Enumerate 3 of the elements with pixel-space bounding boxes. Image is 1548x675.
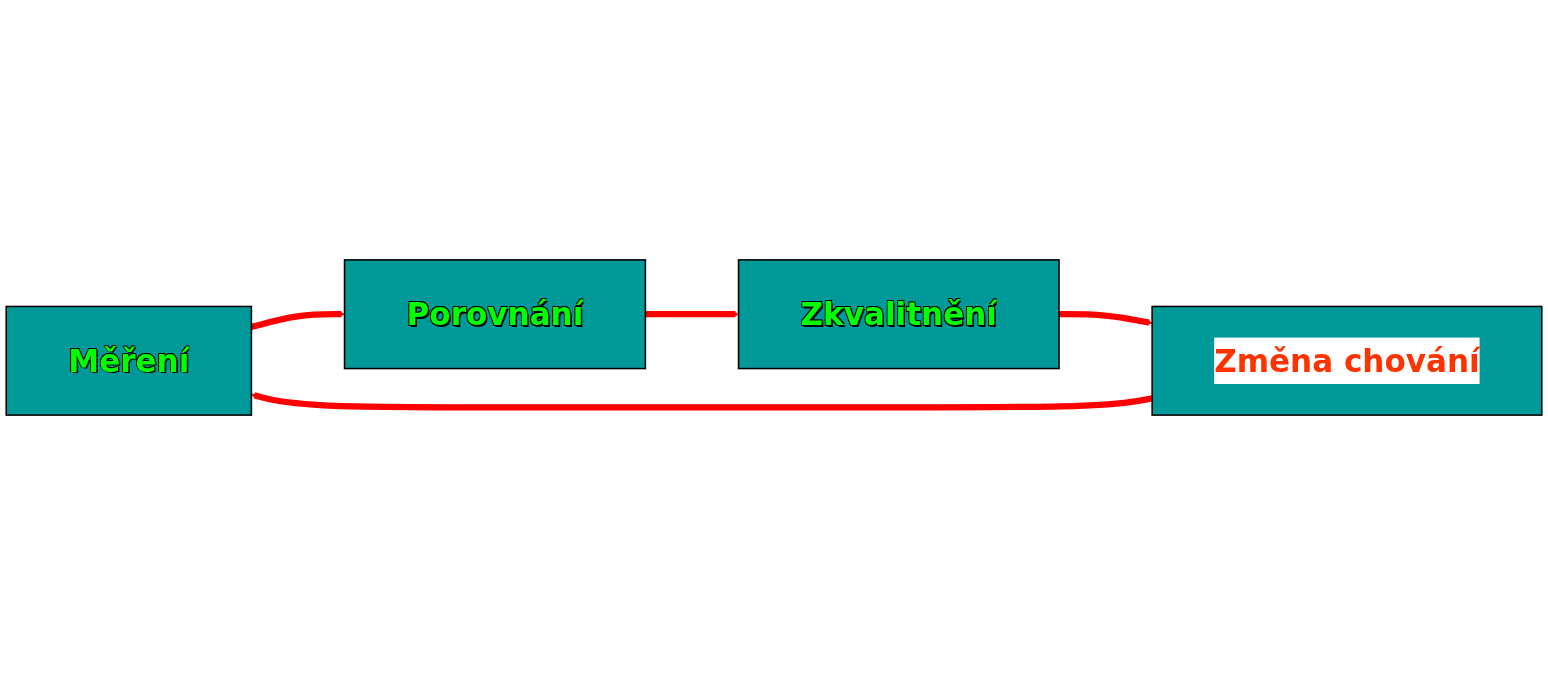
arrow — [251, 392, 1153, 411]
arrow — [1059, 311, 1153, 326]
arrow — [645, 310, 739, 318]
